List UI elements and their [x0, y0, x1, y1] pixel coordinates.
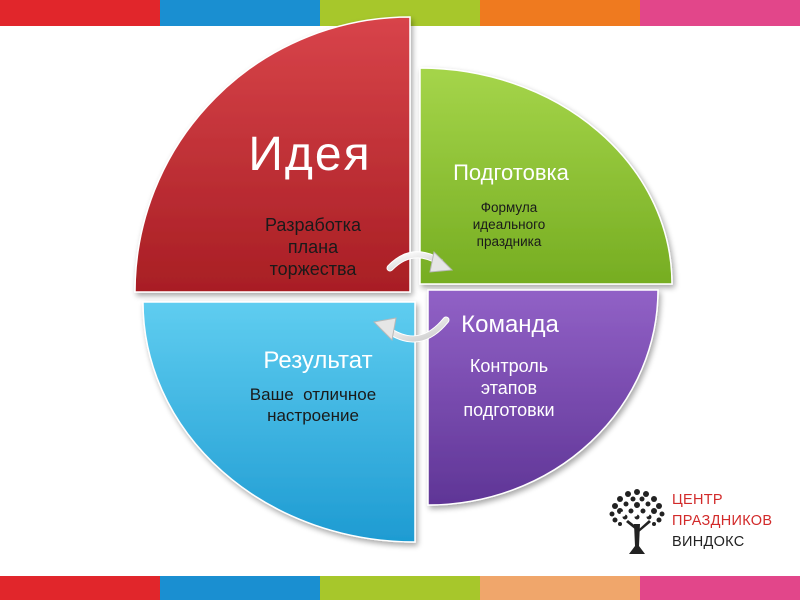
team-line: Контроль [470, 356, 548, 376]
company-logo: ЦЕНТР ПРАЗДНИКОВ ВИНДОКС [606, 484, 796, 564]
preparation-title: Подготовка [453, 160, 570, 185]
top-color-stripe [0, 0, 800, 26]
logo-text-line3: ВИНДОКС [672, 534, 745, 550]
preparation-line: Формула [481, 200, 538, 215]
quadrant-result [142, 301, 416, 543]
stripe-segment [0, 576, 160, 600]
quadrant-preparation [419, 67, 673, 285]
tree-icon [609, 489, 665, 554]
logo-text-line2: ПРАЗДНИКОВ [672, 513, 773, 529]
result-title: Результат [263, 347, 372, 374]
cycle-arrow-left-icon [372, 316, 450, 343]
team-line: этапов [481, 378, 537, 398]
idea-line: плана [288, 237, 339, 257]
stripe-segment [480, 0, 640, 26]
bottom-color-stripe [0, 576, 800, 600]
stripe-segment [160, 0, 320, 26]
stripe-segment [160, 576, 320, 600]
team-line: подготовки [463, 400, 554, 420]
stripe-segment [640, 576, 800, 600]
stripe-segment [320, 576, 480, 600]
result-line: Ваше отличное [250, 385, 376, 404]
idea-line: торжества [270, 259, 358, 279]
team-title: Команда [461, 311, 559, 338]
quadrant-idea [134, 16, 411, 293]
cycle-arrow-right-icon [386, 250, 454, 273]
preparation-line: праздника [477, 234, 542, 249]
result-line: настроение [267, 406, 359, 425]
stripe-segment [0, 0, 160, 26]
stripe-segment [480, 576, 640, 600]
stripe-segment [640, 0, 800, 26]
quadrant-team [427, 289, 659, 506]
logo-text-line1: ЦЕНТР [672, 492, 723, 508]
preparation-line: идеального [473, 217, 545, 232]
idea-line: Разработка [265, 215, 362, 235]
idea-title: Идея [248, 128, 371, 181]
